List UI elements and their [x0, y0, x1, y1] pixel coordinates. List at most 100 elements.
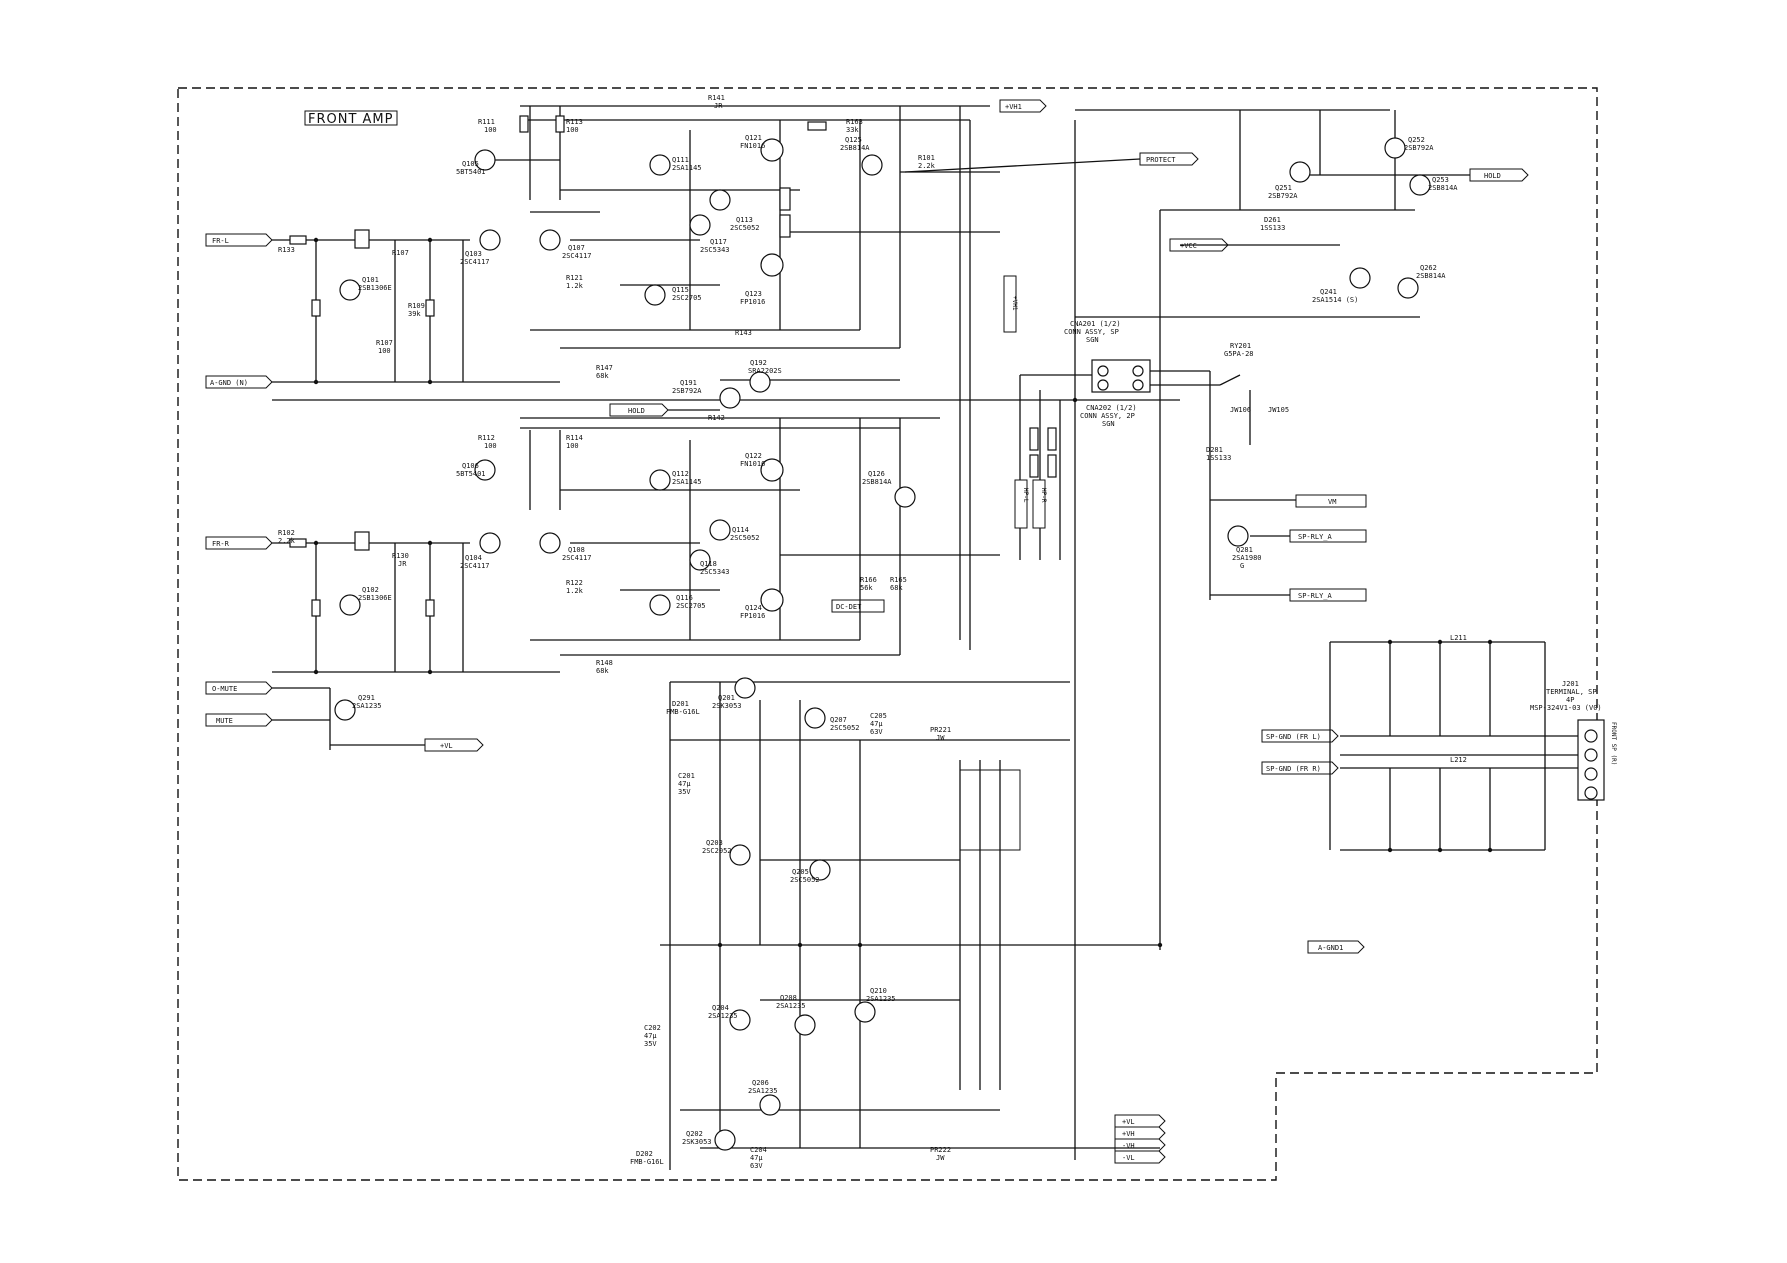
- channel-l-components: Q105 5BT5401 Q103 2SC4117 Q107 2SC4117 Q…: [278, 94, 936, 380]
- hp-block: HP-L HP-R: [1014, 374, 1100, 560]
- q105-part: 5BT5401: [456, 168, 486, 176]
- transistor-q123: [760, 253, 784, 277]
- q102-part: 2SB1306E: [358, 594, 392, 602]
- transistor-q121: [760, 138, 784, 162]
- q281-part: 2SA1980: [1232, 554, 1262, 562]
- channel-r-components: Q106 5BT5401 Q104 2SC4117 Q108 2SC4117 Q…: [278, 414, 916, 675]
- board-frame: [177, 87, 1598, 1181]
- r111-val: 100: [484, 126, 497, 134]
- q208-ref: Q208: [780, 994, 797, 1002]
- q241-ref: Q241: [1320, 288, 1337, 296]
- q101-part: 2SB1306E: [358, 284, 392, 292]
- r114-ref: R114: [566, 434, 583, 442]
- transistor-q117: [689, 214, 711, 236]
- r102-ref: R102: [278, 529, 295, 537]
- protect-circuit: Q251 2SB792A Q252 2SB792A Q253 2SB814A Q…: [1180, 110, 1470, 304]
- net-fr-l: FR-L: [212, 237, 229, 245]
- r147-val: 68k: [596, 372, 609, 380]
- r163-val: 2.2k: [918, 162, 936, 170]
- net-vh-b: +VH: [1122, 1130, 1135, 1138]
- q126-ref: Q126: [868, 470, 885, 478]
- r121-ref: R121: [566, 274, 583, 282]
- j201-side-label: FRONT SP (R): [1610, 722, 1617, 765]
- cna202-desc: CONN ASSY, 2P: [1080, 412, 1135, 420]
- q253-part: 2SB814A: [1428, 184, 1458, 192]
- q117-part: 2SC5343: [700, 246, 730, 254]
- q207-ref: Q207: [830, 716, 847, 724]
- q204-ref: Q204: [712, 1004, 729, 1012]
- q118-ref: Q118: [700, 560, 717, 568]
- net-hold: HOLD: [628, 407, 645, 415]
- q125-ref: Q125: [845, 136, 862, 144]
- q116-ref: Q116: [676, 594, 693, 602]
- d281-ref: D281: [1206, 446, 1223, 454]
- q106-ref: Q106: [462, 462, 479, 470]
- net-o-mute: O-MUTE: [212, 685, 237, 693]
- net-vh1-vertical: +VH1: [1011, 296, 1018, 311]
- q124-part: FP1016: [740, 612, 765, 620]
- transistor-q281: [1227, 525, 1249, 547]
- q106-part: 5BT5401: [456, 470, 486, 478]
- top-rails: [520, 105, 1420, 1160]
- r109-val: 39k: [408, 310, 421, 318]
- q123-ref: Q123: [745, 290, 762, 298]
- q281-ref: Q281: [1236, 546, 1253, 554]
- j201-pin-2: [1584, 748, 1598, 762]
- r165-ref: R165: [890, 576, 907, 584]
- transistor-q206: [759, 1094, 781, 1116]
- net-a-gnd-n: A-GND (N): [210, 379, 248, 387]
- l212-ref: L212: [1450, 756, 1467, 764]
- cna202-ref: CNA202 (1/2): [1086, 404, 1137, 412]
- j201-part: MSP-324V1-03 (V0): [1530, 704, 1602, 712]
- supply-cap-bank: [959, 769, 1021, 851]
- q202-ref: Q202: [686, 1130, 703, 1138]
- cna201-pin-2: [1097, 379, 1109, 391]
- pr221-val: JW: [936, 734, 945, 742]
- resistor-r102: [289, 538, 307, 548]
- j201-pin-1: [1584, 729, 1598, 743]
- q201-part: 2SK3053: [712, 702, 742, 710]
- diagram-title: FRONT AMP: [308, 112, 394, 127]
- c202-ref: C202: [644, 1024, 661, 1032]
- q105-ref: Q105: [462, 160, 479, 168]
- r107-val: 100: [378, 347, 391, 355]
- c205-volt: 63V: [870, 728, 883, 736]
- transistor-q291: [334, 699, 356, 721]
- r147-ref: R147: [596, 364, 613, 372]
- transistor-q115: [644, 284, 666, 306]
- rail-tags-bottom: +VL +VH -VH -VL: [1114, 1114, 1166, 1164]
- c202-val: 47μ: [644, 1032, 657, 1040]
- d261-part: 1SS133: [1260, 224, 1285, 232]
- r141-ref: R141: [708, 94, 725, 102]
- transistor-q113: [709, 189, 731, 211]
- connector-cna: CNA201 (1/2) CONN ASSY, SP SGN CNA202 (1…: [1064, 320, 1151, 428]
- q121-part: FN1016: [740, 142, 765, 150]
- q126-part: 2SB814A: [862, 478, 892, 486]
- r109-ref: R109: [408, 302, 425, 310]
- d201-ref: D201: [672, 700, 689, 708]
- q114-ref: Q114: [732, 526, 749, 534]
- r107-ref: R107: [376, 339, 393, 347]
- net-neg-vl-b: -VL: [1122, 1154, 1135, 1162]
- q115-ref: Q115: [672, 286, 689, 294]
- q111-part: 2SA1145: [672, 164, 702, 172]
- transistor-q103: [479, 229, 501, 251]
- transistor-q203: [729, 844, 751, 866]
- q291-ref: Q291: [358, 694, 375, 702]
- transistor-q102: [339, 594, 361, 616]
- transistor-q111: [649, 154, 671, 176]
- q124-ref: Q124: [745, 604, 762, 612]
- q113-part: 2SC5052: [730, 224, 760, 232]
- net-fr-r: FR-R: [212, 540, 230, 548]
- resistor-r182: [1047, 427, 1057, 451]
- net-sp-rly-a-2: SP-RLY_A: [1298, 592, 1333, 600]
- q115-part: 2SC2705: [672, 294, 702, 302]
- thermistor-th101: [807, 121, 827, 131]
- r153-ref: R163: [846, 118, 863, 126]
- transistor-q104: [479, 532, 501, 554]
- r101-ref: R133: [278, 246, 295, 254]
- q191-part: 2SB792A: [672, 387, 702, 395]
- ry201-part: G5PA-28: [1224, 350, 1254, 358]
- transistor-q106: [474, 459, 496, 481]
- resistor-r101: [289, 235, 307, 245]
